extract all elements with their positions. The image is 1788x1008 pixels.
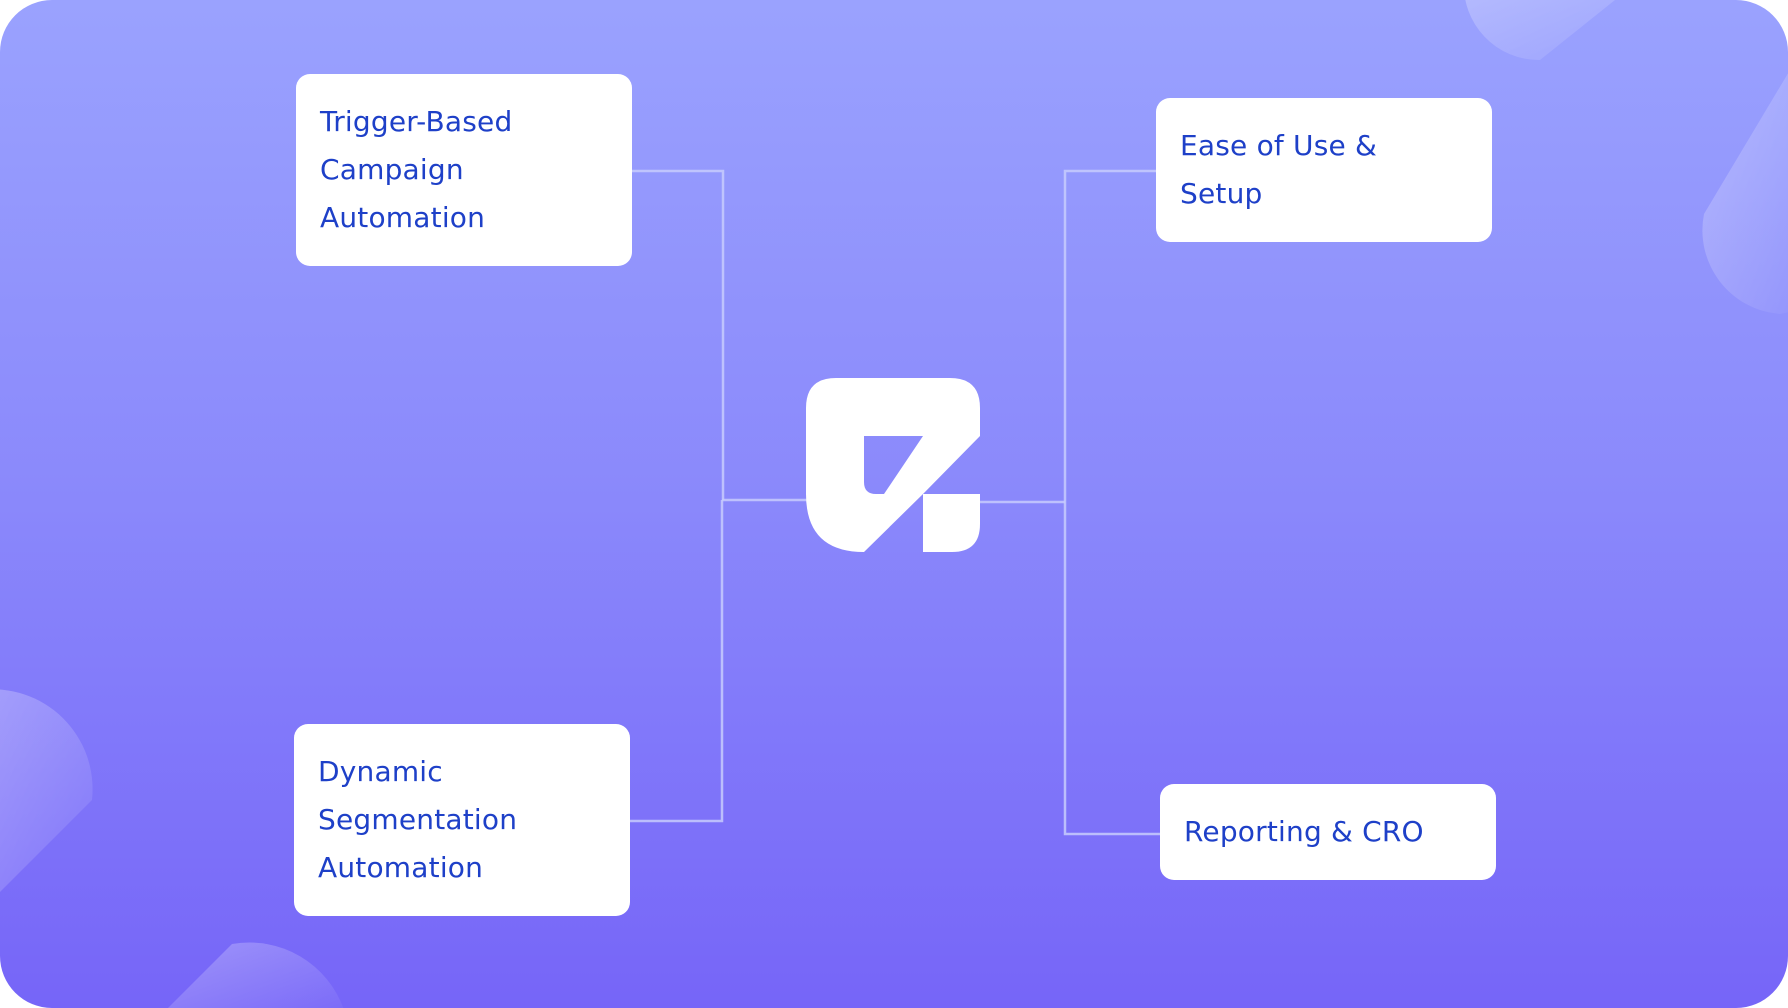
card-reporting-cro: Reporting & CRO <box>1160 784 1496 880</box>
connector-right-top <box>1063 169 1157 502</box>
card-label: Trigger-Based Campaign Automation <box>320 105 513 234</box>
card-label: Ease of Use & Setup <box>1180 129 1378 210</box>
connector-left-bottom <box>630 500 724 823</box>
card-ease-of-use-setup: Ease of Use & Setup <box>1156 98 1492 242</box>
card-trigger-based-campaign-automation: Trigger-Based Campaign Automation <box>296 74 632 266</box>
card-dynamic-segmentation-automation: Dynamic Segmentation Automation <box>294 724 630 916</box>
card-label: Reporting & CRO <box>1184 815 1424 848</box>
connector-left-top <box>632 169 725 500</box>
connector-right-bottom <box>1063 502 1160 836</box>
card-label: Dynamic Segmentation Automation <box>318 755 518 884</box>
brand-logo-icon <box>806 378 980 552</box>
